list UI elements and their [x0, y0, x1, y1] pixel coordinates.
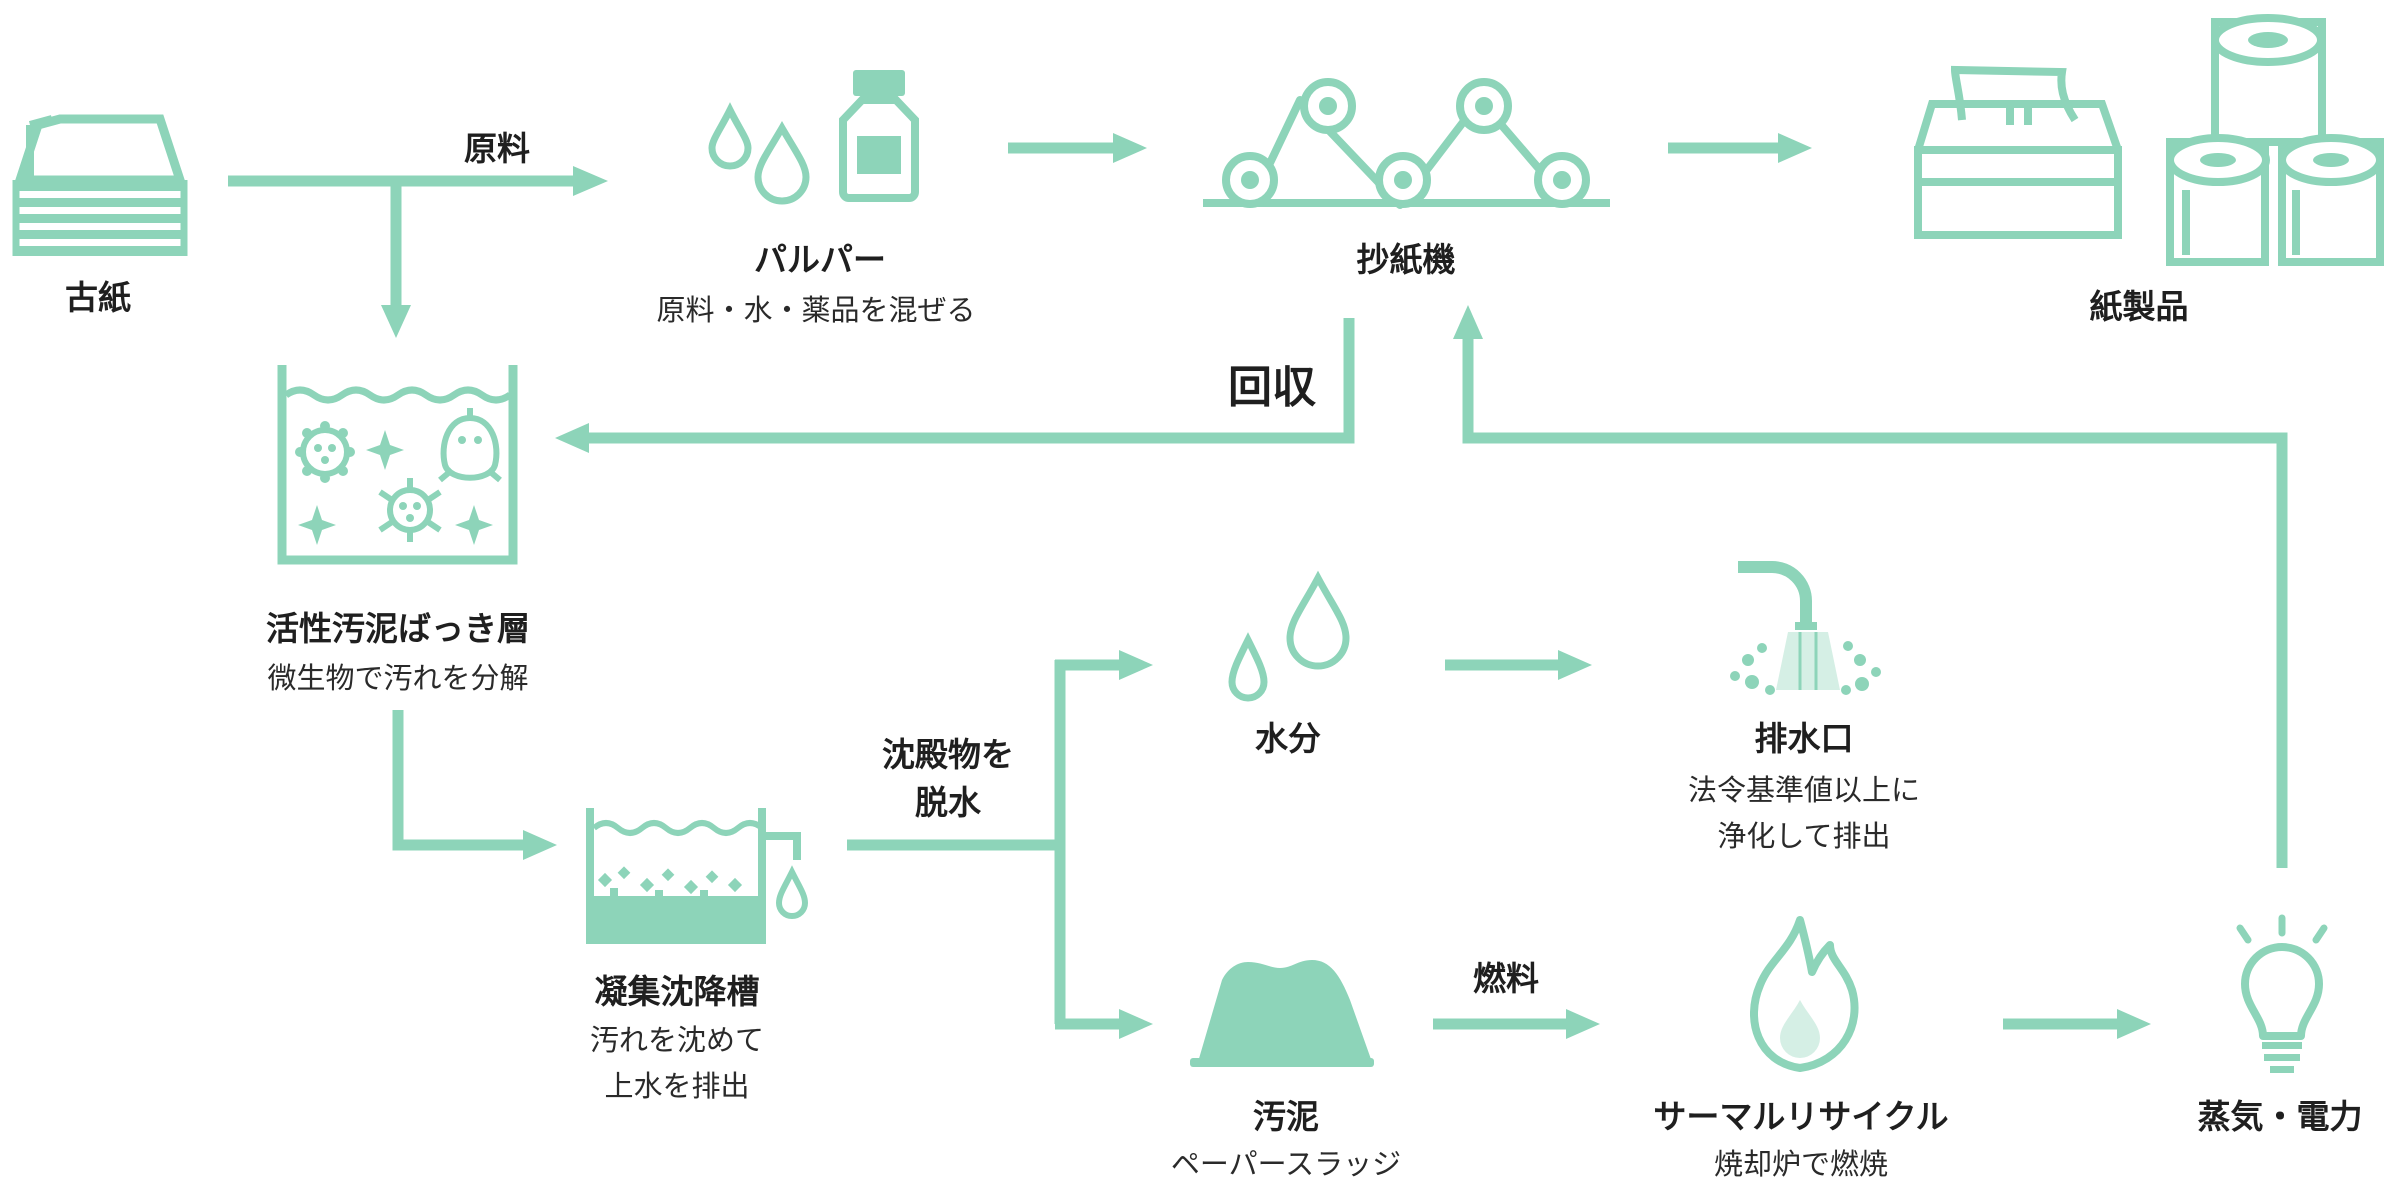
drain-description-line1: 法令基準値以上に	[1687, 773, 1921, 807]
pulper-description: 原料・水・薬品を混ぜる	[656, 293, 976, 327]
aeration-tank-microbes-icon	[277, 365, 518, 565]
arrow-pulper-to-papermachine	[1008, 133, 1147, 163]
sludge-title: 汚泥	[1253, 1097, 1319, 1136]
activated-sludge-title: 活性汚泥ばっき層	[266, 609, 530, 648]
sludge-pile-icon	[1190, 960, 1374, 1067]
edge-label-fuel: 燃料	[1473, 959, 1539, 998]
edge-label-dewater-line2: 脱水	[915, 783, 981, 822]
sludge-description: ペーパースラッジ	[1170, 1147, 1402, 1181]
pulper-title: パルパー	[754, 240, 886, 279]
settling-tank-description-line2: 上水を排出	[604, 1069, 750, 1103]
faucet-splash-icon	[1730, 561, 1881, 695]
settling-tank-description-line1: 汚れを沈めて	[589, 1023, 765, 1057]
koshi-title: 古紙	[65, 278, 131, 317]
edge-label-raw-material: 原料	[464, 129, 530, 168]
flow-arrows	[228, 133, 2288, 1039]
arrow-settling-split	[847, 650, 1153, 1039]
arrow-koshi-to-aeration	[381, 181, 411, 338]
arrow-energy-to-papermachine	[1453, 305, 2288, 868]
paper-stack-icon	[12, 114, 188, 256]
tissue-box-icon	[1914, 65, 2122, 239]
edge-label-recovery: 回収	[1228, 362, 1316, 413]
energy-title: 蒸気・電力	[2197, 1097, 2363, 1136]
arrow-thermal-to-energy	[2003, 1009, 2151, 1039]
settling-tank-icon	[586, 808, 809, 944]
papermachine-title: 抄紙機	[1356, 240, 1456, 279]
arrow-papermachine-recovery	[555, 318, 1355, 453]
thermal-description: 焼却炉で燃焼	[1713, 1147, 1889, 1181]
thermal-title: サーマルリサイクル	[1653, 1097, 1949, 1136]
toilet-paper-rolls-icon	[2166, 14, 2384, 266]
activated-sludge-description: 微生物で汚れを分解	[267, 661, 529, 695]
products-title: 紙製品	[2089, 287, 2189, 326]
arrow-water-to-drain	[1445, 650, 1592, 680]
chemical-bottle-icon	[839, 70, 919, 202]
drain-title: 排水口	[1754, 719, 1854, 758]
water-title: 水分	[1255, 719, 1321, 758]
paper-machine-rollers-icon	[1203, 78, 1610, 209]
drain-description-line2: 浄化して排出	[1717, 819, 1891, 853]
water-drops-icon	[708, 102, 810, 205]
water-drops-icon	[1228, 570, 1350, 702]
flame-icon	[1750, 916, 1859, 1072]
light-bulb-icon	[2236, 914, 2328, 1073]
settling-tank-title: 凝集沈降槽	[594, 972, 760, 1011]
edge-label-dewater-line1: 沈殿物を	[882, 735, 1014, 774]
arrow-aeration-to-settling	[392, 710, 557, 860]
arrow-sludge-to-thermal	[1433, 1009, 1600, 1039]
arrow-papermachine-to-products	[1668, 133, 1812, 163]
arrow-koshi-to-pulper	[228, 166, 608, 196]
